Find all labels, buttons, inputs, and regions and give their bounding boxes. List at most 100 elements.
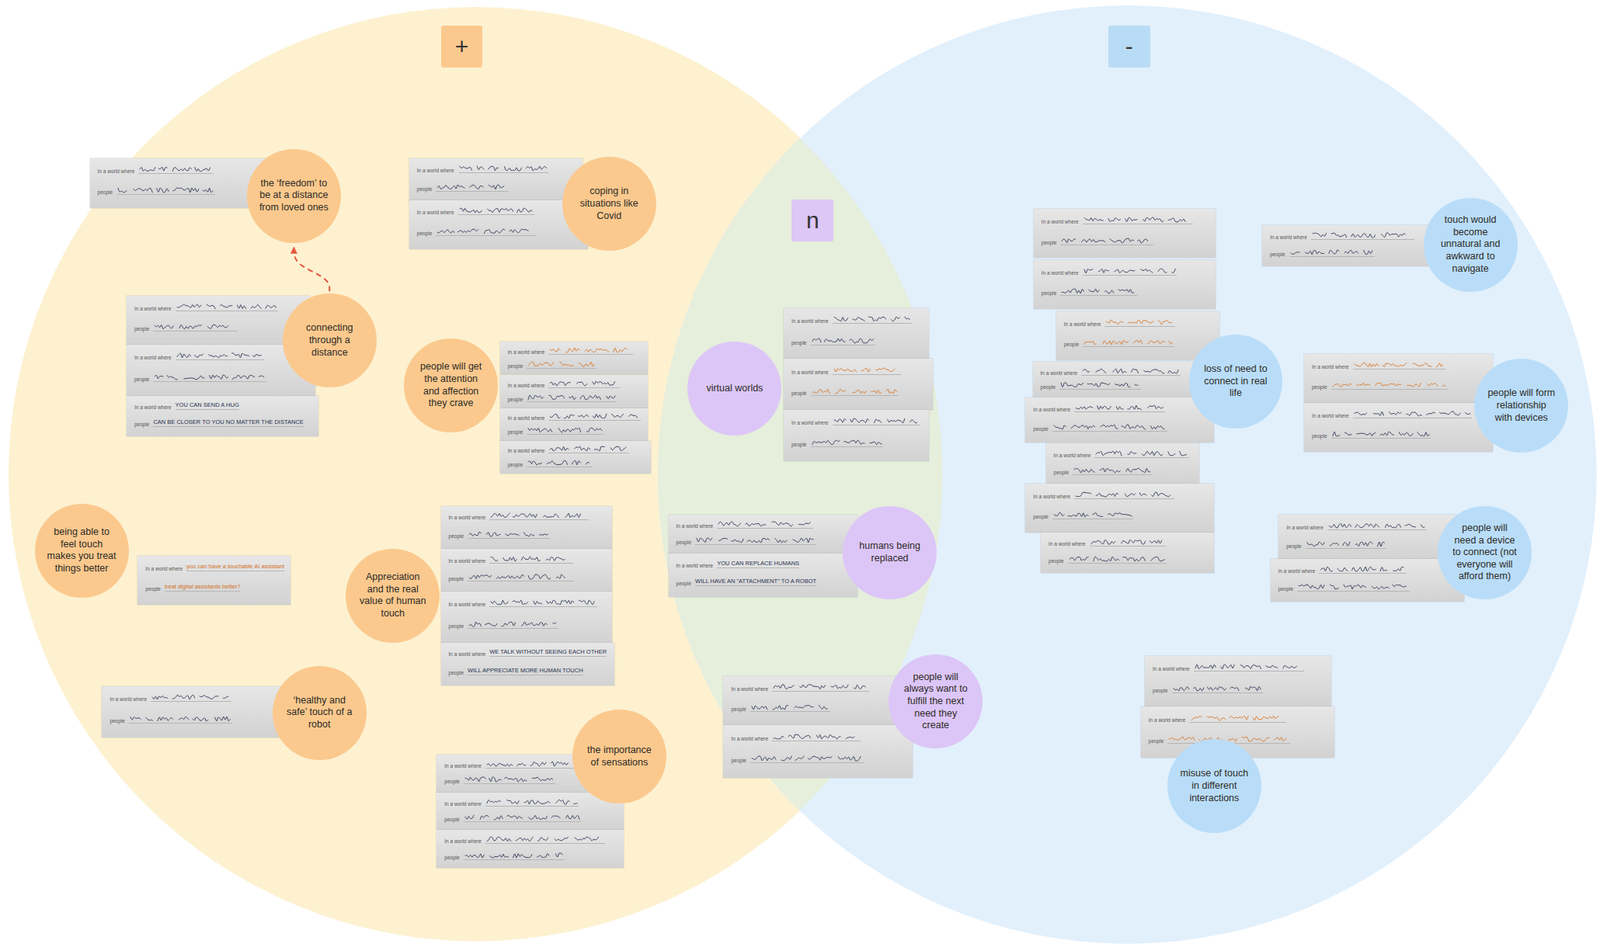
handwriting-scribble [812, 440, 882, 446]
handwriting-scribble-area [1331, 430, 1432, 439]
handwriting-scribble [834, 368, 895, 373]
handwriting-scribble-area [832, 366, 901, 376]
handwriting-scribble-area [1318, 565, 1406, 574]
printed-prompt: people [791, 340, 807, 346]
handwriting-scribble-area [716, 520, 814, 529]
paper-strip: In a world wherepeople [1046, 443, 1200, 485]
printed-prompt: In a world where [676, 523, 714, 529]
handwriting-scribble-area [1059, 381, 1141, 390]
printed-prompt: people [507, 462, 524, 468]
theme-text: misuse of touch in different interaction… [1179, 768, 1249, 805]
handwriting-scribble [834, 418, 918, 424]
handwriting-scribble-area [548, 379, 620, 389]
printed-prompt: In a world where [730, 686, 769, 693]
handwriting-scribble-area [1060, 236, 1153, 246]
handwriting-scribble [437, 184, 505, 190]
strip-row: people [1041, 236, 1154, 246]
handwriting-scribble [1332, 432, 1430, 438]
handwriting-scribble-area [489, 555, 574, 564]
printed-prompt: In a world where [791, 369, 829, 376]
handwriting-scribble-area [1082, 338, 1175, 348]
theme-text: connecting through a distance [295, 322, 365, 359]
handwriting-scribble-area [489, 511, 589, 521]
handwriting-scribble [154, 324, 229, 330]
strip-row: In a world whereYOU CAN REPLACE HUMANS [676, 560, 800, 569]
strip-row: In a world where [1148, 714, 1287, 724]
strip-row: people [109, 715, 233, 724]
paper-strip: In a world wherepeople [441, 506, 613, 550]
printed-prompt: people [1048, 558, 1065, 564]
strip-row: people [1064, 338, 1175, 348]
handwriting-scribble-area [1104, 318, 1175, 327]
handwriting-scribble-area [1052, 423, 1168, 432]
handwriting-scribble [696, 538, 814, 543]
handwriting-scribble-area [1072, 466, 1152, 476]
printed-prompt: people [97, 189, 114, 195]
strip-row: In a world where [1311, 410, 1472, 419]
handwriting-scribble [130, 716, 230, 722]
theme-text: being able to feel touch makes you treat… [46, 526, 116, 576]
handwriting-scribble [490, 513, 581, 519]
printed-prompt: In a world where [134, 404, 172, 411]
strip-row: In a world where [97, 165, 214, 174]
paper-strip: In a world wherepeople [783, 358, 933, 411]
printed-prompt: people [134, 326, 150, 332]
printed-prompt: In a world where [448, 514, 487, 521]
handwriting-scribble-area [153, 373, 267, 383]
printed-prompt: In a world where [1048, 541, 1086, 547]
printed-prompt: people [444, 855, 460, 861]
paper-strip: In a world wherepeople [1144, 656, 1332, 708]
strip-row: people [1033, 423, 1168, 432]
paper-strip: In a world wherepeople [101, 686, 281, 738]
handwriting-scribble [177, 304, 276, 310]
paper-strip: In a world wherepeople [1033, 361, 1207, 397]
strip-row: In a world where [448, 511, 590, 521]
strip-row: people [448, 573, 574, 582]
printed-prompt: people [1040, 384, 1057, 390]
handwriting-scribble [1060, 382, 1138, 388]
paper-strip: In a world wherepeople [1278, 514, 1462, 560]
printed-prompt: In a world where [1148, 717, 1187, 724]
handwriting-scribble-area [548, 412, 640, 421]
handwriting-scribble-area [810, 337, 877, 346]
handwriting-scribble [459, 208, 533, 213]
paper-strip: In a world wherepeople [441, 549, 613, 592]
handwriting-scribble [1074, 468, 1151, 474]
paper-strip: In a world wherepeople [783, 308, 929, 360]
handwriting-scribble-area [435, 227, 536, 237]
printed-prompt: people [507, 363, 524, 369]
printed-prompt: In a world where [507, 415, 546, 421]
handwriting-scribble-area [1082, 267, 1178, 276]
strip-row: people [1033, 511, 1134, 520]
handwriting-scribble [1354, 362, 1444, 368]
strip-row: In a world where [134, 351, 265, 361]
printed-prompt: In a world where [507, 382, 546, 389]
printed-prompt: people [791, 441, 807, 448]
theme-circle: people will get the attention and affect… [403, 338, 498, 433]
handwriting-scribble-area [1172, 685, 1264, 694]
printed-prompt: In a world where [448, 651, 487, 658]
printed-prompt: people [109, 718, 126, 724]
printed-prompt: In a world where [730, 736, 769, 742]
strip-row: people [1278, 583, 1410, 592]
strip-row: In a world where [444, 835, 606, 845]
strip-row: people [791, 438, 884, 448]
handwriting-scribble-area [1082, 215, 1194, 225]
handwriting-scribble-area [832, 315, 913, 324]
strip-row: people [448, 620, 560, 630]
handwriting-scribble [834, 316, 911, 322]
strip-row: people [1152, 685, 1263, 694]
region-badge: + [441, 25, 484, 68]
handwriting-scribble [1173, 686, 1261, 692]
strip-row: In a world where [1033, 403, 1165, 413]
paper-strip: In a world where people [1040, 532, 1214, 574]
handwriting-scribble [1191, 716, 1279, 721]
handwriting-scribble [1095, 451, 1187, 456]
handwriting-scribble-area [463, 852, 565, 861]
handwriting-scribble [812, 389, 897, 394]
strip-row: people [417, 227, 536, 237]
strip-row: people [676, 536, 817, 546]
printed-prompt: In a world where [1053, 452, 1092, 459]
handwriting-scribble [528, 427, 602, 433]
